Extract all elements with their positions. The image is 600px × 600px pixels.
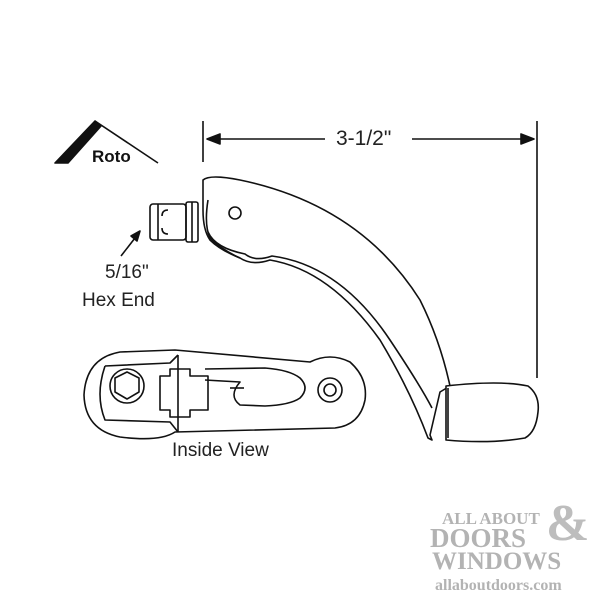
watermark-line3: WINDOWS	[432, 548, 562, 575]
dimension-lines	[202, 121, 538, 378]
hex-end	[149, 201, 199, 243]
crank-arm	[202, 176, 540, 443]
watermark-line1: ALL ABOUT	[442, 509, 540, 528]
inside-view-drawing	[83, 349, 367, 440]
watermark-ampersand: &	[546, 495, 590, 552]
hex-end-label: Hex End	[82, 290, 155, 311]
inside-view-label: Inside View	[172, 440, 269, 461]
callout-arrow	[120, 230, 141, 257]
hex-size-label: 5/16"	[105, 262, 149, 283]
roto-logo-text: Roto	[92, 147, 131, 166]
roto-logo-roof	[54, 120, 159, 164]
watermark-url: allaboutdoors.com	[435, 577, 562, 594]
dimension-label: 3-1/2"	[336, 127, 392, 150]
watermark-line2: DOORS	[430, 523, 527, 553]
